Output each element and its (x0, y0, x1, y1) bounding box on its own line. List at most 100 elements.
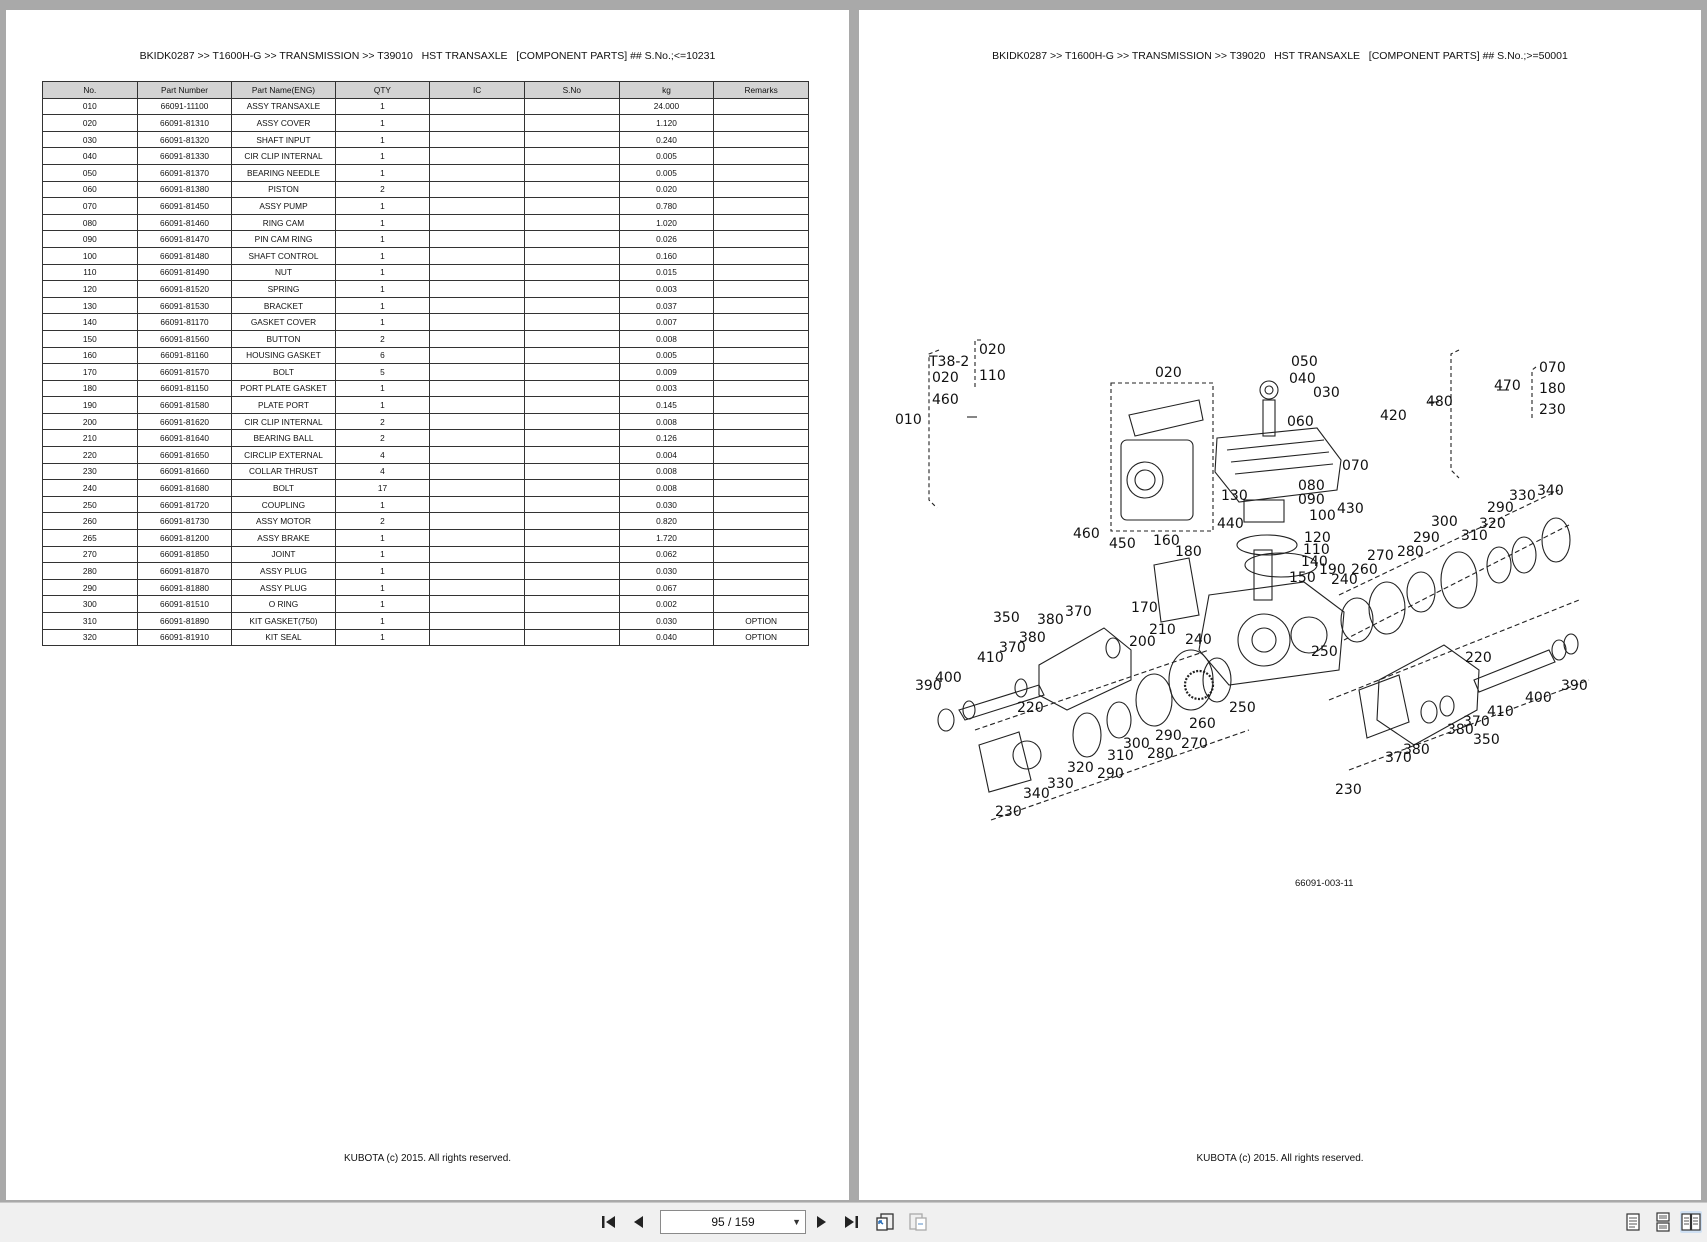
table-cell (429, 429, 525, 448)
table-cell (523, 296, 620, 315)
callout-330: 330 (1509, 488, 1536, 504)
table-cell (523, 529, 620, 547)
last-page-icon[interactable] (840, 1211, 862, 1233)
next-page-icon[interactable] (810, 1211, 832, 1233)
chevron-down-icon[interactable]: ▼ (792, 1217, 801, 1227)
table-cell: 260 (42, 512, 138, 531)
table-cell (713, 396, 809, 414)
table-cell: CIR CLIP INTERNAL (231, 412, 336, 431)
table-cell (523, 578, 620, 597)
callout-300: 300 (1431, 514, 1458, 530)
callout-290: 290 (1413, 530, 1440, 546)
table-cell: BOLT (231, 363, 336, 381)
table-cell (713, 163, 809, 182)
table-cell: 24.000 (618, 97, 715, 116)
callout-020-c: 020 (1155, 365, 1182, 381)
table-cell (713, 114, 809, 132)
previous-page-icon[interactable] (628, 1211, 650, 1233)
table-cell: 2 (334, 180, 431, 199)
table-cell (429, 329, 525, 348)
callout-160: 160 (1153, 533, 1180, 549)
table-cell (429, 130, 525, 149)
callout-020-b: 020 (979, 342, 1006, 358)
table-cell (429, 545, 525, 564)
column-header: Part Number (136, 81, 233, 99)
table-cell: KIT SEAL (231, 628, 336, 647)
table-cell: 270 (42, 545, 138, 564)
callout-380-d: 380 (1403, 742, 1430, 758)
right-page-header: BKIDK0287 >> T1600H-G >> TRANSMISSION >>… (992, 50, 1568, 62)
table-cell: 120 (42, 280, 138, 298)
table-cell (429, 462, 525, 481)
table-cell: 160 (42, 346, 138, 365)
table-cell: SHAFT CONTROL (231, 246, 336, 265)
callout-110: 110 (979, 368, 1006, 384)
callout-380-b: 380 (1019, 630, 1046, 646)
table-cell: 1.120 (618, 114, 715, 132)
table-cell: 040 (42, 147, 138, 165)
table-cell: 2 (334, 512, 431, 531)
first-page-icon[interactable] (598, 1211, 620, 1233)
callout-060: 060 (1287, 414, 1314, 430)
callout-220-b: 220 (1465, 650, 1492, 666)
table-cell: ASSY TRANSAXLE (231, 97, 336, 116)
table-cell: 1.020 (618, 213, 715, 232)
callout-310-b: 310 (1107, 748, 1134, 764)
table-cell (523, 346, 620, 365)
table-cell: 0.062 (618, 545, 715, 564)
table-cell (713, 412, 809, 431)
table-cell: 1 (334, 163, 431, 182)
table-cell (429, 412, 525, 431)
table-cell: BRACKET (231, 296, 336, 315)
table-cell: 1 (334, 628, 431, 647)
table-cell: 0.026 (618, 230, 715, 248)
callout-110-b: 110 (1303, 542, 1330, 558)
table-cell: 1 (334, 595, 431, 613)
table-cell: GASKET COVER (231, 313, 336, 331)
table-cell: 66091-81370 (136, 163, 233, 182)
next-view-icon[interactable] (907, 1211, 929, 1233)
table-cell: 66091-81530 (136, 296, 233, 315)
single-page-icon[interactable] (1622, 1211, 1644, 1233)
table-cell: COLLAR THRUST (231, 462, 336, 481)
table-cell: 0.008 (618, 462, 715, 481)
table-cell: 1 (334, 213, 431, 232)
table-cell: O RING (231, 595, 336, 613)
table-cell: PORT PLATE GASKET (231, 379, 336, 398)
page-number-field[interactable]: 95 / 159 ▼ (660, 1210, 806, 1234)
callout-300-b: 300 (1123, 736, 1150, 752)
table-cell: 1 (334, 197, 431, 215)
table-cell (429, 180, 525, 199)
callout-470: 470 (1494, 378, 1521, 394)
callout-070-b: 070 (1539, 360, 1566, 376)
table-cell: 1 (334, 578, 431, 597)
table-cell (429, 628, 525, 647)
table-cell: 100 (42, 246, 138, 265)
table-cell: KIT GASKET(750) (231, 612, 336, 630)
table-cell: 1 (334, 230, 431, 248)
callout-180-b: 180 (1539, 381, 1566, 397)
callout-340-b: 340 (1023, 786, 1050, 802)
table-cell: BEARING NEEDLE (231, 163, 336, 182)
table-cell: 140 (42, 313, 138, 331)
facing-pages-icon[interactable] (1680, 1211, 1702, 1233)
table-cell: 030 (42, 130, 138, 149)
table-cell (713, 263, 809, 282)
callout-390: 390 (915, 678, 942, 694)
table-cell (523, 612, 620, 630)
table-cell: 280 (42, 562, 138, 580)
table-cell: BUTTON (231, 329, 336, 348)
table-cell: 190 (42, 396, 138, 414)
callout-120: 120 (1304, 530, 1331, 546)
continuous-icon[interactable] (1652, 1211, 1674, 1233)
previous-view-icon[interactable] (874, 1211, 896, 1233)
callout-460-b: 460 (1073, 526, 1100, 542)
table-cell (713, 462, 809, 481)
table-cell: ASSY PLUG (231, 578, 336, 597)
